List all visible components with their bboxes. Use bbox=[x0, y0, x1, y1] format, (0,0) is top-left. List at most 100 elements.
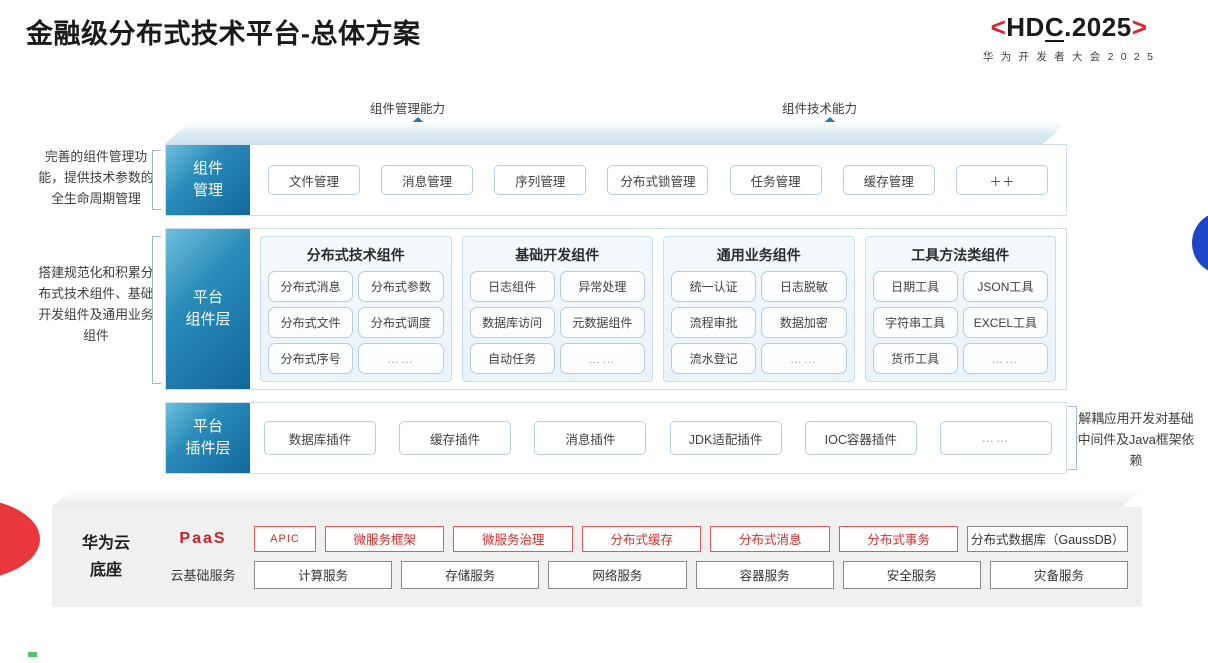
cell-disaster-recovery-service[interactable]: 灾备服务 bbox=[989, 560, 1129, 589]
bracket-tick-plugin-layer bbox=[1077, 437, 1084, 439]
pill-cache-plugin[interactable]: 缓存插件 bbox=[399, 421, 512, 455]
base-row-cloud-services: 云基础服务 计算服务 存储服务 网络服务 容器服务 安全服务 灾备服务 bbox=[160, 560, 1129, 589]
pill-item[interactable]: 异常处理 bbox=[559, 271, 645, 302]
arrow-label-component-technology: 组件技术能力 bbox=[782, 102, 858, 116]
green-mark-decoration bbox=[28, 652, 37, 657]
bracket-management bbox=[152, 150, 161, 210]
pill-message-management[interactable]: 消息管理 bbox=[381, 165, 474, 195]
pill-message-plugin[interactable]: 消息插件 bbox=[534, 421, 647, 455]
group-grid: 分布式消息 分布式参数 分布式文件 分布式调度 分布式序号 …… bbox=[268, 271, 444, 374]
pill-item[interactable]: 统一认证 bbox=[671, 271, 757, 302]
cell-compute-service[interactable]: 计算服务 bbox=[254, 560, 393, 589]
cell-microservice-governance[interactable]: 微服务治理 bbox=[453, 525, 573, 552]
row-body-platform-plugin-layer: 数据库插件 缓存插件 消息插件 JDK适配插件 IOC容器插件 …… bbox=[250, 403, 1066, 473]
cell-distributed-cache[interactable]: 分布式缓存 bbox=[581, 525, 702, 552]
pill-task-management[interactable]: 任务管理 bbox=[729, 165, 822, 195]
pill-distributed-lock-management[interactable]: 分布式锁管理 bbox=[607, 165, 709, 195]
pill-cache-management[interactable]: 缓存管理 bbox=[842, 165, 935, 195]
cloud-services-tag: 云基础服务 bbox=[170, 568, 236, 583]
hdc-bracket-left-icon: < bbox=[990, 12, 1007, 42]
pill-item-more[interactable]: …… bbox=[358, 343, 444, 374]
pill-item[interactable]: 日志脱敏 bbox=[761, 271, 847, 302]
bracket-component-layer bbox=[152, 236, 161, 384]
cell-storage-service[interactable]: 存储服务 bbox=[401, 560, 540, 589]
pill-item[interactable]: EXCEL工具 bbox=[962, 307, 1048, 338]
pill-more-plugin[interactable]: …… bbox=[939, 421, 1052, 455]
cell-apic[interactable]: APIC bbox=[254, 525, 316, 552]
hdc-logo-hd: HD bbox=[1006, 12, 1045, 42]
arrow-label-component-management: 组件管理能力 bbox=[370, 102, 446, 116]
group-grid: 日志组件 异常处理 数据库访问 元数据组件 自动任务 …… bbox=[469, 271, 645, 374]
hdc-logo: <HDC.2025> 华 为 开 发 者 大 会 2 0 2 5 bbox=[944, 14, 1194, 64]
base-top-bevel bbox=[52, 489, 1142, 507]
group-title: 工具方法类组件 bbox=[911, 247, 1010, 263]
base-label-line1: 华为云 bbox=[81, 534, 130, 552]
row-header-platform-component-layer: 平台 组件层 bbox=[166, 229, 250, 389]
paas-cells: APIC 微服务框架 微服务治理 分布式缓存 分布式消息 分布式事务 分布式数据… bbox=[254, 525, 1129, 552]
pill-database-plugin[interactable]: 数据库插件 bbox=[264, 421, 376, 455]
cell-distributed-transaction[interactable]: 分布式事务 bbox=[838, 525, 959, 552]
hdc-bracket-right-icon: > bbox=[1131, 12, 1148, 42]
pill-item[interactable]: 分布式调度 bbox=[358, 307, 444, 338]
blue-lens-decoration bbox=[1192, 212, 1208, 274]
hdc-logo-main: <HDC.2025> bbox=[944, 14, 1194, 42]
pill-more-management[interactable]: ＋＋ bbox=[955, 165, 1048, 195]
cell-distributed-message[interactable]: 分布式消息 bbox=[710, 525, 830, 552]
group-title: 通用业务组件 bbox=[716, 247, 801, 263]
cell-container-service[interactable]: 容器服务 bbox=[695, 560, 834, 589]
base-row-paas: PaaS APIC 微服务框架 微服务治理 分布式缓存 分布式消息 分布式事务 … bbox=[160, 525, 1129, 552]
group-title: 基础开发组件 bbox=[515, 247, 600, 263]
row-header-line1: 平台 bbox=[192, 289, 223, 307]
cell-microservice-framework[interactable]: 微服务框架 bbox=[325, 525, 445, 552]
bracket-tick-management bbox=[145, 179, 152, 181]
pill-item[interactable]: 日期工具 bbox=[872, 271, 958, 302]
base-label: 华为云 底座 bbox=[52, 530, 160, 584]
huawei-cloud-base: 华为云 底座 PaaS APIC 微服务框架 微服务治理 分布式缓存 分布式消息… bbox=[52, 507, 1142, 607]
row-body-component-management: 文件管理 消息管理 序列管理 分布式锁管理 任务管理 缓存管理 ＋＋ bbox=[250, 145, 1066, 215]
cell-security-service[interactable]: 安全服务 bbox=[842, 560, 981, 589]
pill-item[interactable]: 分布式序号 bbox=[268, 343, 354, 374]
group-grid: 统一认证 日志脱敏 流程审批 数据加密 流水登记 …… bbox=[671, 271, 847, 374]
red-wedge-decoration bbox=[0, 498, 40, 580]
page-title: 金融级分布式技术平台-总体方案 bbox=[26, 19, 421, 49]
pill-item[interactable]: JSON工具 bbox=[962, 271, 1048, 302]
row-header-platform-plugin-layer: 平台 插件层 bbox=[166, 403, 250, 473]
hdc-logo-c: C bbox=[1044, 12, 1065, 42]
pill-ioc-container-plugin[interactable]: IOC容器插件 bbox=[804, 421, 917, 455]
pill-item[interactable]: 货币工具 bbox=[872, 343, 958, 374]
row-header-line1: 组件 bbox=[192, 160, 223, 178]
pill-item-more[interactable]: …… bbox=[559, 343, 645, 374]
base-label-line2: 底座 bbox=[89, 562, 122, 579]
paas-tag: PaaS bbox=[179, 529, 227, 547]
pill-item[interactable]: 字符串工具 bbox=[872, 307, 958, 338]
pill-file-management[interactable]: 文件管理 bbox=[268, 165, 360, 195]
cell-distributed-database-gaussdb[interactable]: 分布式数据库（GaussDB） bbox=[967, 525, 1129, 552]
cloud-service-cells: 计算服务 存储服务 网络服务 容器服务 安全服务 灾备服务 bbox=[254, 560, 1129, 589]
group-utility-method-components: 工具方法类组件 日期工具 JSON工具 字符串工具 EXCEL工具 货币工具 …… bbox=[864, 236, 1056, 382]
pill-item-more[interactable]: …… bbox=[761, 343, 847, 374]
side-note-middle-left: 搭建规范化和积累分布式技术组件、基础开发组件及通用业务组件 bbox=[38, 265, 154, 344]
stack-top-bevel bbox=[165, 122, 1067, 144]
pill-item[interactable]: 分布式参数 bbox=[358, 271, 444, 302]
pill-item[interactable]: 流程审批 bbox=[671, 307, 757, 338]
pill-item[interactable]: 元数据组件 bbox=[559, 307, 645, 338]
pill-item[interactable]: 分布式消息 bbox=[268, 271, 354, 302]
pill-jdk-adapter-plugin[interactable]: JDK适配插件 bbox=[669, 421, 782, 455]
hdc-logo-subtitle: 华 为 开 发 者 大 会 2 0 2 5 bbox=[982, 50, 1156, 63]
row-body-platform-component-layer: 分布式技术组件 分布式消息 分布式参数 分布式文件 分布式调度 分布式序号 ……… bbox=[250, 229, 1066, 389]
pill-item[interactable]: 自动任务 bbox=[469, 343, 555, 374]
pill-item[interactable]: 分布式文件 bbox=[268, 307, 354, 338]
pill-item-more[interactable]: …… bbox=[962, 343, 1048, 374]
row-header-component-management: 组件 管理 bbox=[166, 145, 250, 215]
pill-item[interactable]: 数据库访问 bbox=[469, 307, 555, 338]
side-note-right: 解耦应用开发对基础中间件及Java框架依赖 bbox=[1077, 411, 1195, 469]
pill-sequence-management[interactable]: 序列管理 bbox=[494, 165, 587, 195]
pill-item[interactable]: 数据加密 bbox=[761, 307, 847, 338]
row-header-line2: 组件层 bbox=[185, 311, 231, 328]
group-basic-dev-components: 基础开发组件 日志组件 异常处理 数据库访问 元数据组件 自动任务 …… bbox=[461, 236, 653, 382]
pill-item[interactable]: 日志组件 bbox=[469, 271, 555, 302]
hdc-logo-year: .2025 bbox=[1064, 12, 1132, 42]
pill-item[interactable]: 流水登记 bbox=[671, 343, 757, 374]
side-note-top-left: 完善的组件管理功能，提供技术参数的全生命周期管理 bbox=[38, 149, 154, 207]
cell-network-service[interactable]: 网络服务 bbox=[548, 560, 687, 589]
